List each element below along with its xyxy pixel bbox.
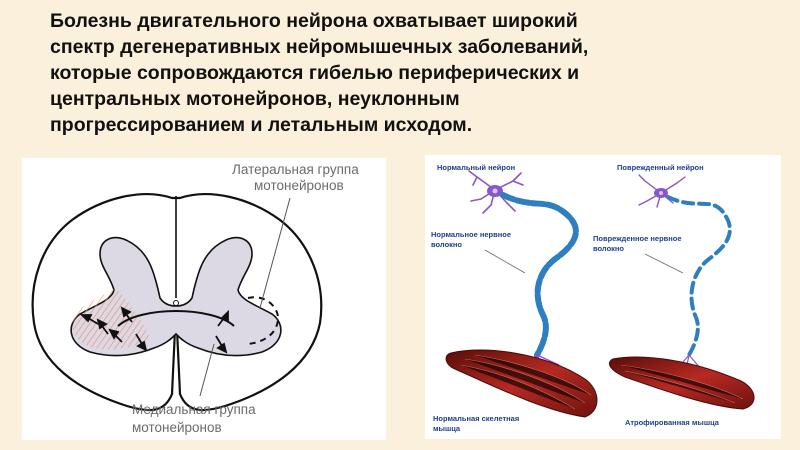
normal-fiber-pointer <box>485 250 525 273</box>
normal-muscle-label-line-2: мышца <box>433 424 461 433</box>
neuron-svg: Нормальный нейрон Поврежденный нейрон <box>425 155 781 439</box>
page-heading: Болезнь двигательного нейрона охватывает… <box>50 8 770 138</box>
damaged-fiber-pointer <box>645 254 683 273</box>
medial-label-line-2: мотонейронов <box>132 420 222 435</box>
spinal-cord-svg: Латеральная группа мотонейронов Медиальн… <box>22 158 386 440</box>
neuron-figure: Нормальный нейрон Поврежденный нейрон <box>425 155 781 439</box>
damaged-neuron <box>639 175 730 379</box>
central-canal <box>174 301 179 306</box>
heading-line-3: которые сопровождаются гибелью периферич… <box>50 60 770 86</box>
atrophied-muscle <box>609 357 754 409</box>
damaged-fiber-label-line-1: Поврежденное нервное <box>593 234 682 243</box>
normal-neuron-title: Нормальный нейрон <box>437 163 515 172</box>
normal-fiber-label-line-2: волокно <box>431 240 462 249</box>
heading-line-5: прогрессированием и летальным исходом. <box>50 112 770 138</box>
heading-line-1: Болезнь двигательного нейрона охватывает… <box>50 8 770 34</box>
lateral-label-line-1: Латеральная группа <box>232 162 359 177</box>
spinal-cord-figure: Латеральная группа мотонейронов Медиальн… <box>22 158 386 440</box>
heading-line-4: центральных мотонейронов, неуклонным <box>50 86 770 112</box>
atrophied-muscle-label: Атрофированная мышца <box>625 418 720 427</box>
normal-fiber-label-line-1: Нормальное нервное <box>431 230 511 239</box>
heading-line-2: спектр дегенеративных нейромышечных забо… <box>50 34 770 60</box>
damaged-neuron-title: Поврежденный нейрон <box>617 163 704 172</box>
medial-label-line-1: Медиальная группа <box>132 402 256 417</box>
normal-muscle-label-line-1: Нормальная скелетная <box>433 414 519 423</box>
lateral-label-line-2: мотонейронов <box>254 178 344 193</box>
damaged-fiber-label-line-2: волокно <box>593 244 624 253</box>
